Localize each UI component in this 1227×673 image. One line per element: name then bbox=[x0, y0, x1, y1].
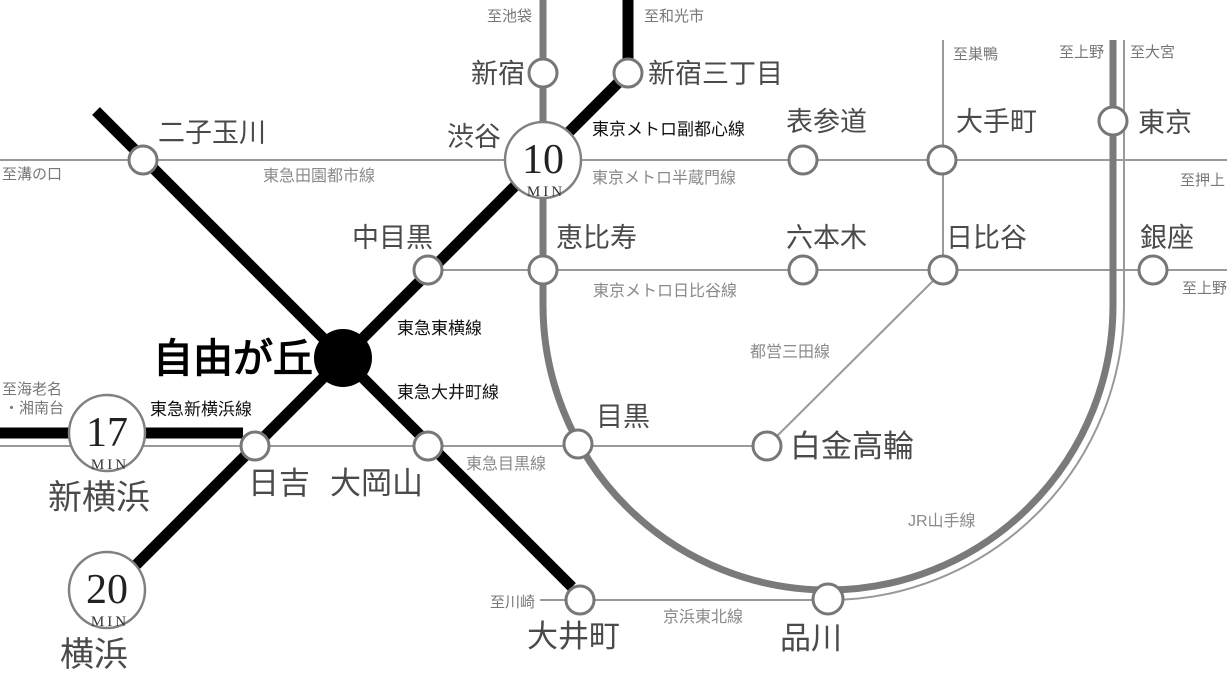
line-label-hanzomon: 東京メトロ半蔵門線 bbox=[592, 169, 736, 187]
station-circle-jiyugaoka bbox=[314, 329, 372, 387]
station-label-shin-yokohama: 新横浜 bbox=[48, 479, 150, 517]
direction-label-omiya: 至大宮 bbox=[1130, 44, 1175, 61]
direction-label-mizonokuchi: 至溝の口 bbox=[2, 166, 62, 183]
line-label-yamanote: JR山手線 bbox=[908, 512, 976, 530]
line-label-shin-yokohama: 東急新横浜線 bbox=[150, 400, 252, 419]
line-label-hibiya: 東京メトロ日比谷線 bbox=[593, 282, 737, 300]
station-label-yokohama: 横浜 bbox=[60, 636, 128, 673]
station-circle-ginza bbox=[1137, 254, 1169, 286]
direction-label-ueno-right: 至上野 bbox=[1182, 280, 1227, 297]
station-label-hiyoshi: 日吉 bbox=[248, 466, 310, 501]
line-keihin-tohoku bbox=[540, 40, 1125, 601]
station-circle-hiyoshi bbox=[239, 430, 271, 462]
line-label-fukutoshin: 東京メトロ副都心線 bbox=[592, 120, 745, 139]
line-label-oimachi: 東急大井町線 bbox=[397, 383, 499, 402]
line-label-denentoshi: 東急田園都市線 bbox=[263, 167, 375, 185]
direction-label-sugamo: 至巣鴨 bbox=[953, 46, 998, 63]
line-toyoko-north bbox=[339, 69, 632, 362]
station-label-omotesando: 表参道 bbox=[786, 107, 867, 137]
station-label-hibiya: 日比谷 bbox=[946, 223, 1027, 253]
badge-yokohama-unit: MIN bbox=[91, 614, 129, 630]
station-circle-otemachi bbox=[926, 144, 958, 176]
station-label-shinjuku-sanchome: 新宿三丁目 bbox=[648, 59, 783, 89]
direction-label-ueno-top: 至上野 bbox=[1059, 44, 1104, 61]
station-label-naka-meguro: 中目黒 bbox=[352, 223, 433, 253]
badge-shinyokohama-17min: 17 MIN bbox=[67, 393, 147, 473]
line-label-toyoko: 東急東横線 bbox=[397, 319, 482, 338]
station-circle-shinjuku-sanchome bbox=[612, 57, 644, 89]
station-label-meguro: 目黒 bbox=[596, 402, 650, 432]
station-circle-meguro bbox=[562, 428, 594, 460]
line-oimachi bbox=[339, 354, 576, 591]
badge-yokohama-20min: 20 MIN bbox=[67, 550, 147, 630]
line-label-keihin-tohoku: 京浜東北線 bbox=[663, 608, 743, 626]
station-circle-tokyo bbox=[1097, 105, 1129, 137]
station-label-otemachi: 大手町 bbox=[956, 107, 1037, 137]
station-label-tokyo: 東京 bbox=[1138, 108, 1192, 138]
station-label-jiyugaoka: 自由が丘 bbox=[153, 336, 313, 381]
line-label-meguro: 東急目黒線 bbox=[466, 455, 546, 473]
badge-yokohama-minutes: 20 bbox=[86, 567, 128, 613]
line-denentoshi-black bbox=[92, 107, 347, 362]
badge-shinyokohama-minutes: 17 bbox=[86, 410, 128, 456]
station-circle-shinjuku bbox=[527, 57, 559, 89]
station-label-futako-tamagawa: 二子玉川 bbox=[158, 118, 266, 148]
station-label-shinjuku: 新宿 bbox=[471, 59, 525, 89]
station-circle-futako-tamagawa bbox=[127, 144, 159, 176]
station-circle-naka-meguro bbox=[412, 254, 444, 286]
station-label-ookayama: 大岡山 bbox=[330, 466, 423, 501]
badge-shibuya-10min: 10 MIN bbox=[503, 120, 583, 200]
direction-label-ebina: 至海老名 bbox=[2, 381, 62, 398]
direction-label-wakoshi: 至和光市 bbox=[644, 8, 704, 25]
station-circle-oimachi bbox=[564, 584, 596, 616]
badge-shibuya-unit: MIN bbox=[527, 184, 565, 200]
station-label-ginza: 銀座 bbox=[1140, 223, 1194, 253]
badge-shinyokohama-unit: MIN bbox=[91, 457, 129, 473]
station-circle-roppongi bbox=[787, 254, 819, 286]
station-circle-ebisu bbox=[527, 254, 559, 286]
station-label-shirokane-takanawa: 白金高輪 bbox=[790, 429, 914, 464]
line-label-mita: 都営三田線 bbox=[750, 343, 830, 361]
station-label-ebisu: 恵比寿 bbox=[556, 223, 637, 253]
station-circle-omotesando bbox=[787, 144, 819, 176]
direction-label-ikebukuro: 至池袋 bbox=[487, 8, 532, 25]
station-circle-hibiya bbox=[927, 254, 959, 286]
station-circle-shinagawa bbox=[811, 582, 845, 616]
station-label-shinagawa: 品川 bbox=[780, 621, 842, 656]
station-label-oimachi: 大井町 bbox=[527, 619, 620, 654]
station-circle-shirokane-takanawa bbox=[751, 430, 783, 462]
line-toyoko-south bbox=[128, 354, 347, 573]
station-circle-ookayama bbox=[412, 430, 444, 462]
station-label-shibuya: 渋谷 bbox=[447, 122, 501, 152]
badge-shibuya-minutes: 10 bbox=[522, 137, 564, 183]
line-mita-diagonal bbox=[766, 270, 944, 447]
station-label-roppongi: 六本木 bbox=[786, 223, 867, 253]
direction-label-oshiage: 至押上 bbox=[1180, 172, 1225, 189]
direction-label-shonandai: ・湘南台 bbox=[4, 400, 64, 417]
direction-label-kawasaki: 至川崎 bbox=[490, 594, 535, 611]
